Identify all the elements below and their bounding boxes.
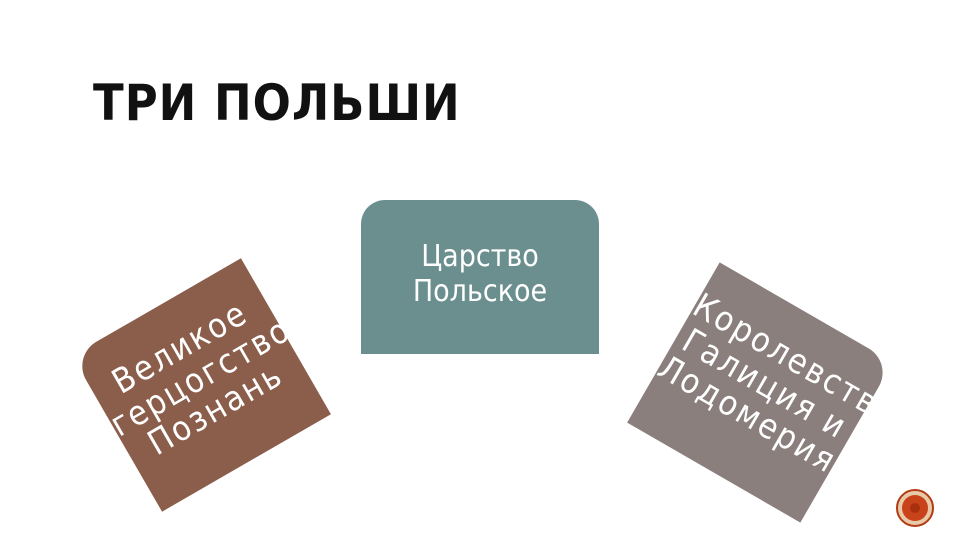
tile-kingdom-poland-line-2: Польское [412, 273, 548, 309]
tile-kingdom-poland-line-1: Царство [421, 239, 539, 274]
tile-poznan: Великое герцогство Познань [72, 258, 331, 512]
tile-galicia-label: Королевство Галиция и Лодомерия [651, 286, 904, 482]
orange-circle-badge-icon [895, 488, 935, 528]
slide-title: ТРИ ПОЛЬШИ [93, 74, 461, 132]
tile-kingdom-poland: Царство Польское [361, 200, 599, 354]
tile-kingdom-poland-label: Царство Польское [361, 239, 599, 309]
tile-galicia: Королевство Галиция и Лодомерия [627, 262, 904, 523]
tile-poznan-label: Великое герцогство Познань [87, 284, 309, 474]
